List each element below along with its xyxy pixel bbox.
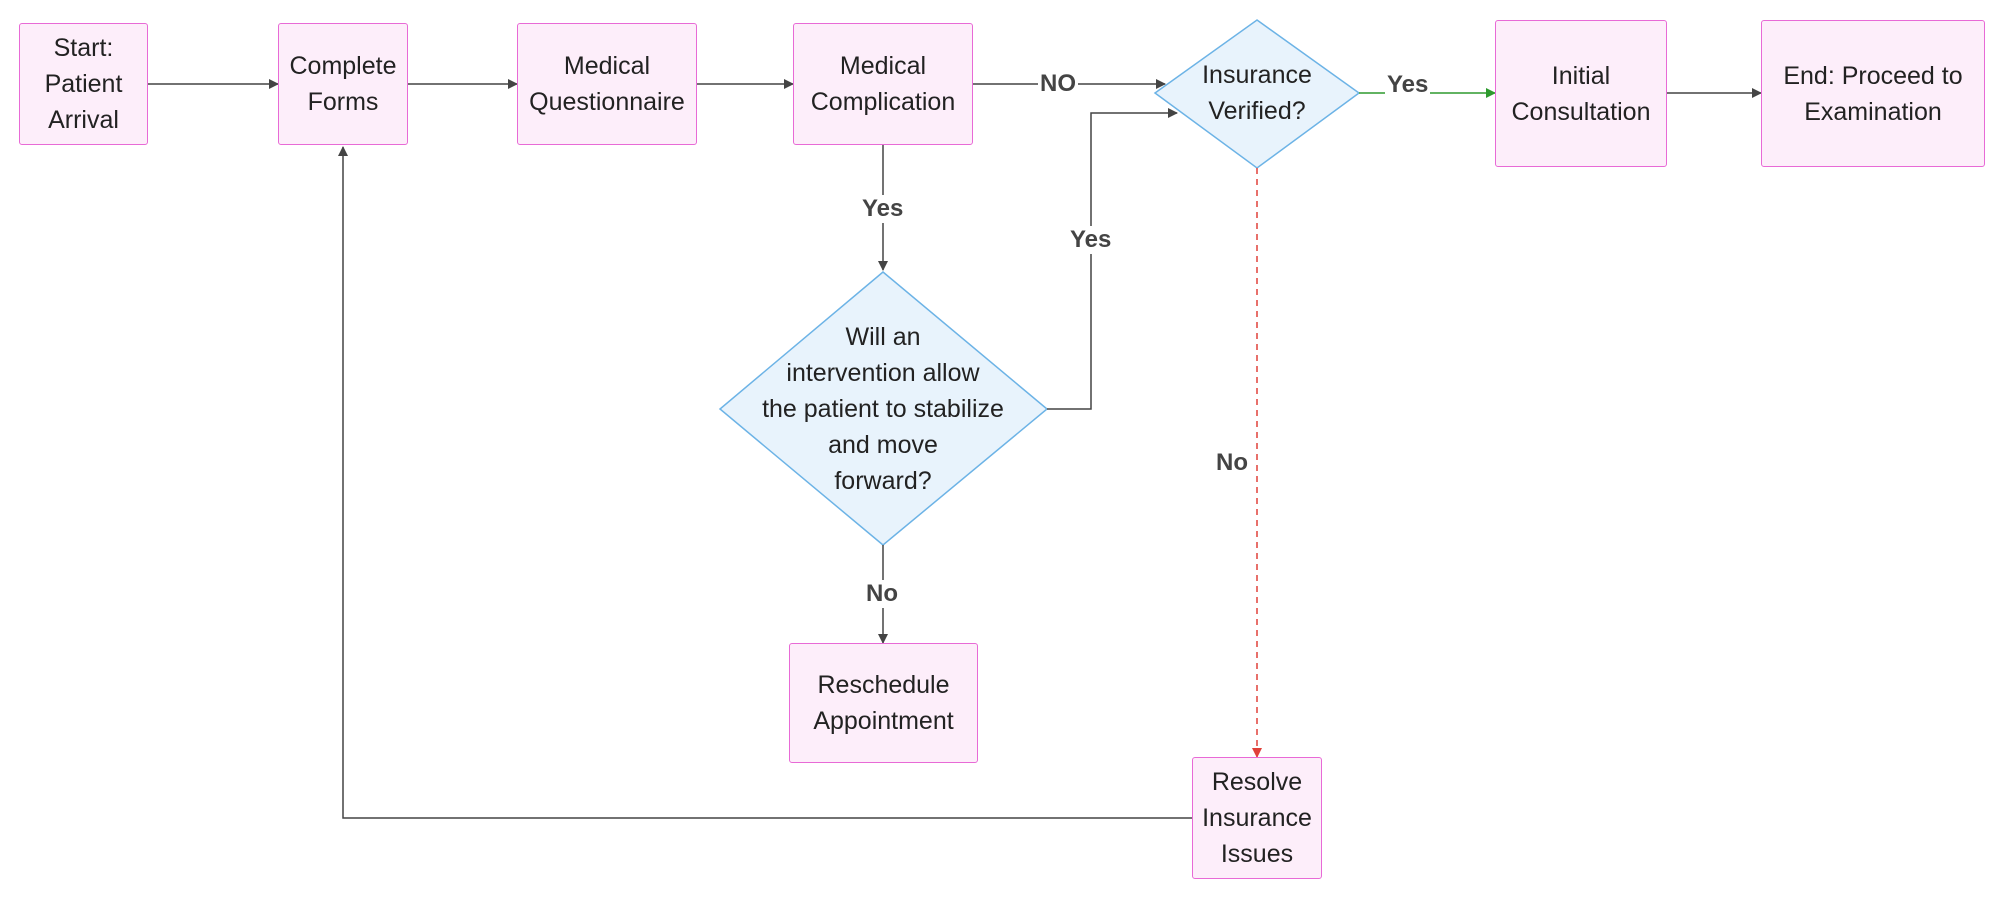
label-complication-no: NO (1038, 70, 1078, 98)
node-initial-consultation: Initial Consultation (1495, 20, 1667, 167)
label-insurance-no: No (1214, 449, 1250, 477)
label-complication-yes: Yes (860, 195, 906, 223)
node-resolve-insurance: Resolve Insurance Issues (1192, 757, 1322, 879)
decision-intervention: Will an intervention allow the patient t… (762, 323, 1004, 495)
label-insurance-yes: Yes (1385, 71, 1431, 99)
label-intervention-no: No (864, 580, 900, 608)
node-medical-questionnaire: Medical Questionnaire (517, 23, 697, 145)
label-intervention-yes: Yes (1068, 226, 1114, 254)
node-complete-forms: Complete Forms (278, 23, 408, 145)
node-medical-complication: Medical Complication (793, 23, 973, 145)
edge-intervention-to-insurance (1047, 108, 1178, 410)
edge-resolve-to-forms (338, 146, 1192, 819)
node-end: End: Proceed to Examination (1761, 20, 1985, 167)
node-reschedule: Reschedule Appointment (789, 643, 978, 763)
node-start: Start: Patient Arrival (19, 23, 148, 145)
decision-insurance-verified: Insurance Verified? (1202, 61, 1312, 125)
